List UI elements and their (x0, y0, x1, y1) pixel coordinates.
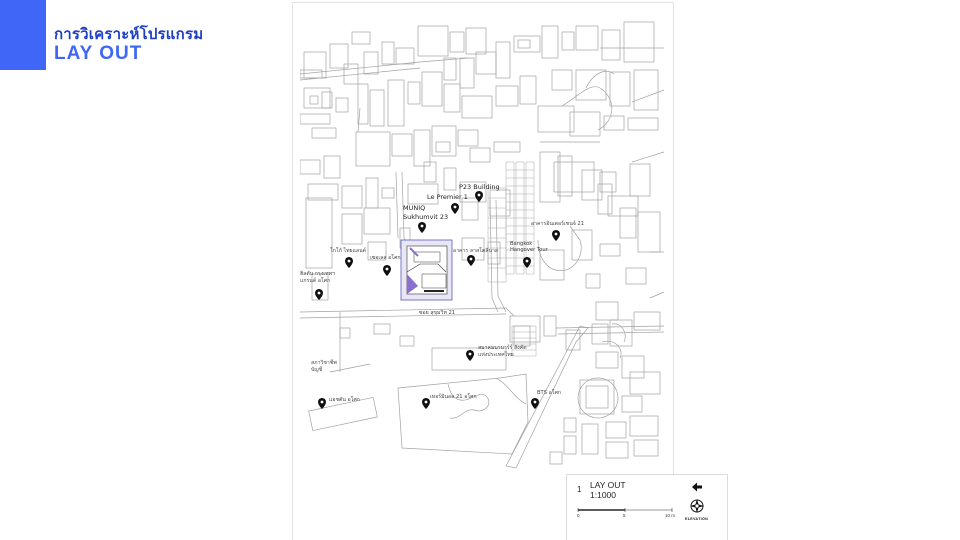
street-label: ซอย สุขุมวิท 21 (419, 310, 456, 316)
map-pin-icon[interactable] (418, 222, 426, 233)
map-pin-icon[interactable] (475, 191, 483, 202)
place-label: เทอร์มินอล 21 อโศก (430, 394, 477, 400)
place-label: อาคาร ลาสโตลินาส (453, 248, 499, 254)
place-label: แอชตัน อโศก (329, 397, 360, 403)
place-label: P23 Building (459, 183, 500, 191)
place-label: Le Premier 1 (427, 193, 468, 201)
map-pin-icon[interactable] (315, 289, 323, 300)
place-label: สภาวิชาชีพ บัญชี (311, 360, 337, 373)
drawing-number: 1 (577, 485, 582, 494)
page-title: LAY OUT (54, 43, 143, 64)
scale-tick-label: 0 (577, 513, 580, 518)
place-label: BTS อโศก (537, 390, 562, 396)
map-pin-icon[interactable] (523, 257, 531, 268)
place-label: ฮิลตัน กรุงเทพฯ แกรนด์ อโศก (300, 271, 335, 284)
place-label: สมาคมบาบาร์ร์ สังคัด แห่งประเทศไทย (478, 345, 527, 358)
title-block: 1 LAY OUT 1:1000 0 5 10 m ELEVATION (566, 474, 728, 540)
map-pin-icon[interactable] (345, 257, 353, 268)
map-pin-icon[interactable] (422, 398, 430, 409)
compass-icon (690, 499, 704, 513)
map-pin-icon[interactable] (552, 230, 560, 241)
map-pin-icon[interactable] (451, 203, 459, 214)
page-title-thai: การวิเคราะห์โปรแกรม (54, 25, 204, 43)
header-accent-tab (0, 0, 46, 70)
map-pin-icon[interactable] (318, 398, 326, 409)
map-pin-icon[interactable] (466, 350, 474, 361)
scale-tick-label: 5 (623, 513, 626, 518)
drawing-title: LAY OUT (590, 480, 626, 490)
place-label: อาคารอินเตอร์เชนจ์ 21 (531, 221, 585, 227)
drawing-scale: 1:1000 (590, 490, 616, 500)
elevation-label: ELEVATION (685, 517, 708, 521)
place-label: MUNIQ Sukhumvit 23 (403, 204, 449, 221)
place-label: เซอเลส อโศก (370, 255, 401, 261)
place-label: โกโก้ ไทยแลนด์ (330, 248, 367, 254)
map-pin-icon[interactable] (467, 255, 475, 266)
site-map-drawing (300, 21, 665, 468)
arrow-left-icon (692, 482, 702, 492)
map-pin-icon[interactable] (531, 398, 539, 409)
map-pin-icon[interactable] (383, 265, 391, 276)
site-map: P23 Building Le Premier 1 MUNIQ Sukhumvi… (300, 12, 665, 468)
scale-tick-label: 10 m (665, 513, 676, 518)
place-label: Bangkok Hangover Tour (510, 241, 548, 253)
project-site (400, 239, 453, 301)
scale-bar (577, 508, 673, 512)
